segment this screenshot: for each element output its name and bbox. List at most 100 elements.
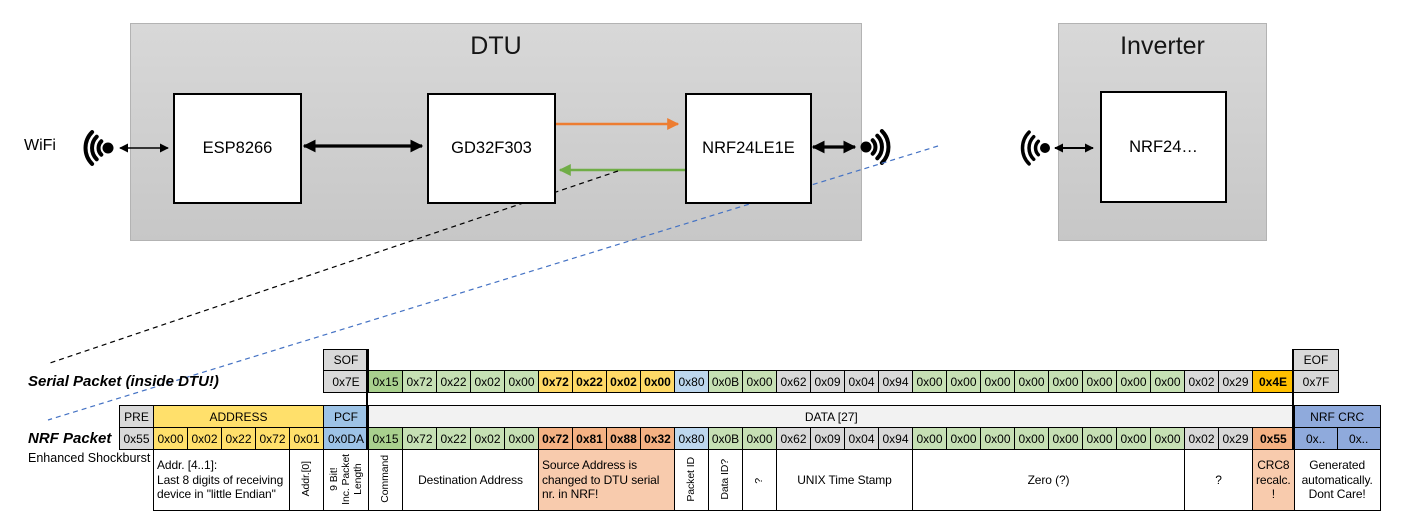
spacer: [607, 350, 641, 371]
annotation-cell: Command: [368, 449, 403, 511]
serial-byte: 0x00: [946, 370, 981, 393]
inverter-nrf24-label: NRF24…: [1129, 137, 1198, 156]
sof-header-text: SOF: [333, 353, 359, 367]
nrf24le1e-label: NRF24LE1E: [702, 139, 795, 157]
spacer: [1151, 350, 1185, 371]
spacer: [471, 350, 505, 371]
nrf-byte: 0x22: [436, 427, 471, 450]
annotation-cell: Zero (?): [912, 449, 1185, 511]
address-byte: 0x00: [153, 427, 188, 450]
pcf-byte-text: 0x0DA: [327, 431, 365, 446]
serial-byte: 0x94: [878, 370, 913, 393]
nrf-byte-text: 0x02: [1188, 431, 1215, 446]
nrf-byte: 0x00: [1014, 427, 1049, 450]
serial-packet-label: Serial Packet (inside DTU!): [28, 373, 219, 390]
spacer: [743, 350, 777, 371]
spacer: [981, 350, 1015, 371]
spacer: [1015, 350, 1049, 371]
spacer: [539, 350, 573, 371]
serial-byte-text: 0x0B: [711, 374, 740, 389]
pcf-header-text: PCF: [334, 409, 358, 424]
nrf-byte-text: 0x94: [882, 431, 909, 446]
spacer: [709, 350, 743, 371]
serial-byte-text: 0x02: [1188, 374, 1215, 389]
nrf-crc-byte-text: 0x..: [1305, 431, 1326, 446]
esp8266-box: ESP8266: [173, 93, 302, 204]
serial-byte: 0x22: [436, 370, 471, 393]
nrf-byte: 0x00: [1150, 427, 1185, 450]
nrf-byte-text: 0x00: [1086, 431, 1113, 446]
sof-byte-text: 0x7E: [332, 374, 360, 389]
nrf-byte-text: 0x00: [746, 431, 773, 446]
serial-byte: 0x72: [402, 370, 437, 393]
spacer: [947, 350, 981, 371]
nrf-byte: 0x62: [776, 427, 811, 450]
address-byte-text: 0x22: [225, 431, 252, 446]
spacer: [1253, 350, 1294, 371]
serial-byte: 0x00: [504, 370, 539, 393]
nrf-crc-header: NRF CRC: [1293, 405, 1381, 428]
nrf-byte-text: 0x00: [1154, 431, 1181, 446]
sof-header: SOF: [323, 349, 369, 371]
annotation-cell-text: Packet ID: [685, 456, 698, 502]
address-byte-text: 0x01: [293, 431, 320, 446]
spacer: [1219, 350, 1253, 371]
nrf-byte: 0x80: [674, 427, 709, 450]
pcf-byte: 0x0DA: [323, 427, 369, 450]
serial-byte: 0x00: [1082, 370, 1117, 393]
serial-byte-text: 0x00: [1120, 374, 1147, 389]
serial-byte: 0x72: [538, 370, 573, 393]
nrf-byte-text: 0x62: [780, 431, 807, 446]
nrf-byte: 0x32: [640, 427, 675, 450]
serial-byte: 0x00: [1048, 370, 1083, 393]
packet-row: Addr. [4..1]: Last 8 digits of receiving…: [120, 449, 1381, 511]
annotation-cell-text: Addr.[0]: [300, 461, 313, 497]
serial-byte: 0x04: [844, 370, 879, 393]
serial-byte: 0x22: [572, 370, 607, 393]
annotation-cell: Addr.[0]: [289, 449, 324, 511]
serial-byte-text: 0x00: [1052, 374, 1079, 389]
dtu-title: DTU: [470, 32, 522, 60]
spacer: [1185, 350, 1219, 371]
nrf-byte: 0x55: [1252, 427, 1295, 450]
spacer: [1117, 350, 1151, 371]
address-byte: 0x22: [221, 427, 256, 450]
annotation-cell-text: Data ID?: [719, 458, 732, 500]
annotation-cell-text: Addr. [4..1]: Last 8 digits of receiving…: [157, 458, 284, 502]
nrf-byte: 0x72: [402, 427, 437, 450]
pre-byte-text: 0x55: [123, 431, 150, 446]
nrf-byte-text: 0x29: [1222, 431, 1249, 446]
nrf-crc-byte: 0x..: [1293, 427, 1338, 450]
nrf-byte: 0x09: [810, 427, 845, 450]
serial-byte: 0x02: [606, 370, 641, 393]
spacer: [913, 350, 947, 371]
serial-byte: 0x00: [980, 370, 1015, 393]
sof-byte: 0x7E: [323, 370, 369, 393]
nrf-byte-text: 0x88: [610, 431, 637, 446]
annotation-cell-text: Destination Address: [418, 472, 523, 487]
nrf-byte-text: 0x04: [848, 431, 875, 446]
spacer: [675, 350, 709, 371]
annotation-cell: Data ID?: [708, 449, 743, 511]
serial-byte-text: 0x00: [1018, 374, 1045, 389]
address-byte-text: 0x02: [191, 431, 218, 446]
pre-header: PRE: [119, 405, 154, 428]
annotation-cell: ?: [742, 449, 777, 511]
pre-header-text: PRE: [124, 409, 149, 424]
nrf-byte-text: 0x09: [814, 431, 841, 446]
annotation-cell: Source Address is changed to DTU serial …: [538, 449, 675, 511]
address-byte: 0x01: [289, 427, 324, 450]
serial-byte-text: 0x4E: [1258, 374, 1288, 389]
serial-byte-text: 0x94: [882, 374, 909, 389]
data-align-line-right: [1292, 349, 1294, 449]
serial-byte: 0x15: [368, 370, 403, 393]
annotation-cell-text: UNIX Time Stamp: [797, 472, 892, 487]
nrf-byte-text: 0x00: [984, 431, 1011, 446]
annotation-cell: UNIX Time Stamp: [776, 449, 913, 511]
serial-byte: 0x00: [1014, 370, 1049, 393]
serial-byte-text: 0x29: [1222, 374, 1249, 389]
annotation-cell: CRC8 recalc. !: [1252, 449, 1295, 511]
nrf-byte: 0x94: [878, 427, 913, 450]
